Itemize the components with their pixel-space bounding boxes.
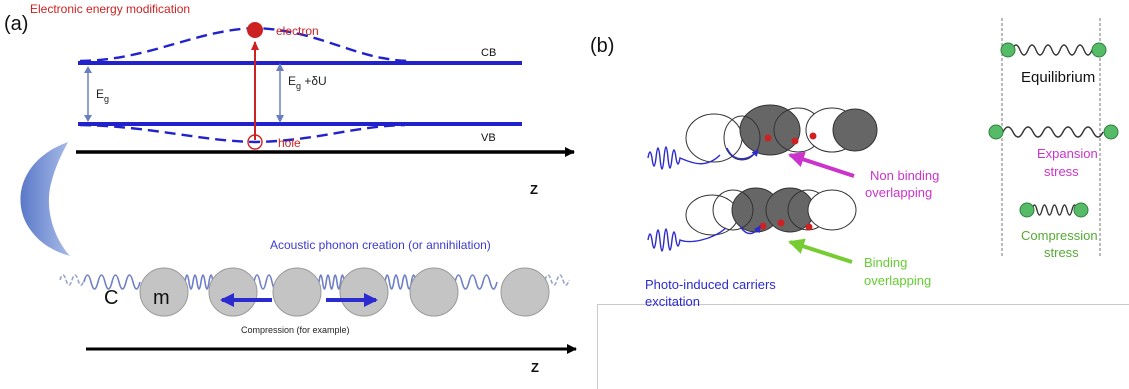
compression-spring — [1031, 204, 1078, 216]
phonon-title: Acoustic phonon creation (or annihilatio… — [270, 238, 491, 252]
expansion-spring — [1002, 126, 1104, 138]
compression-stress-label-2: stress — [1044, 245, 1079, 260]
light-wave-bottom — [647, 227, 727, 252]
hole-circle — [247, 134, 263, 150]
light-arrow-bottom — [739, 225, 761, 235]
equilibrium-bead-right — [1091, 42, 1107, 58]
eg-du-label: Eg +δU — [288, 74, 327, 91]
panel-b-label: (b) — [590, 35, 614, 57]
expansion-bead-left — [988, 124, 1004, 140]
expansion-label-2: stress — [1044, 164, 1079, 179]
compression-bead-right — [1073, 202, 1089, 218]
mass-sphere-2 — [208, 267, 258, 317]
compression-stress-label-1: Compression — [1021, 228, 1098, 243]
electronic-energy-title: Electronic energy modification — [30, 2, 190, 16]
orbital-chain-non-binding — [685, 104, 878, 163]
excitation-label-1: Photo-induced carriers — [645, 277, 776, 292]
equilibrium-bead-left — [1000, 42, 1016, 58]
binding-label-1: Binding — [864, 255, 907, 270]
panel-a: (a) Electronic energy modification CB VB… — [4, 2, 577, 375]
non-binding-arrow — [788, 151, 855, 178]
mass-sphere-5 — [409, 267, 459, 317]
mass-sphere-1 — [139, 267, 189, 317]
compression-caption: Compression (for example) — [241, 325, 350, 335]
light-arrow-top — [726, 147, 759, 160]
electron-dot — [247, 22, 263, 38]
hole-label: hole — [278, 136, 301, 150]
expansion-bead-right — [1103, 124, 1119, 140]
light-wave-top — [647, 146, 721, 170]
mass-sphere-6 — [500, 267, 550, 317]
equilibrium-label: Equilibrium — [1021, 69, 1095, 86]
spring-constant-label: C — [104, 287, 118, 309]
expansion-label-1: Expansion — [1037, 146, 1098, 161]
panel-b-frame — [597, 304, 1129, 389]
non-binding-label-1: Non binding — [870, 168, 939, 183]
z-label-bottom: Z — [531, 360, 539, 375]
binding-arrow — [788, 238, 853, 264]
mass-sphere-4 — [339, 267, 389, 317]
cb-label: CB — [481, 47, 496, 59]
compression-bead-left — [1019, 202, 1035, 218]
conduction-band-deformation — [79, 26, 411, 63]
electron-label: electron — [276, 24, 319, 38]
valence-band-deformation — [79, 123, 406, 144]
binding-label-2: overlapping — [864, 273, 931, 288]
vb-label: VB — [481, 132, 496, 144]
equilibrium-spring — [1011, 44, 1093, 56]
mass-label: m — [153, 287, 170, 309]
mass-sphere-3 — [272, 267, 322, 317]
eg-label: Eg — [96, 87, 109, 104]
panel-a-label: (a) — [4, 13, 28, 35]
panel-b: (b) — [590, 18, 1119, 309]
orbital-chain-binding — [685, 187, 857, 236]
excitation-label-2: excitation — [645, 294, 700, 309]
z-label-top: Z — [530, 182, 538, 197]
non-binding-label-2: overlapping — [865, 185, 932, 200]
connector-arc — [20, 142, 70, 256]
